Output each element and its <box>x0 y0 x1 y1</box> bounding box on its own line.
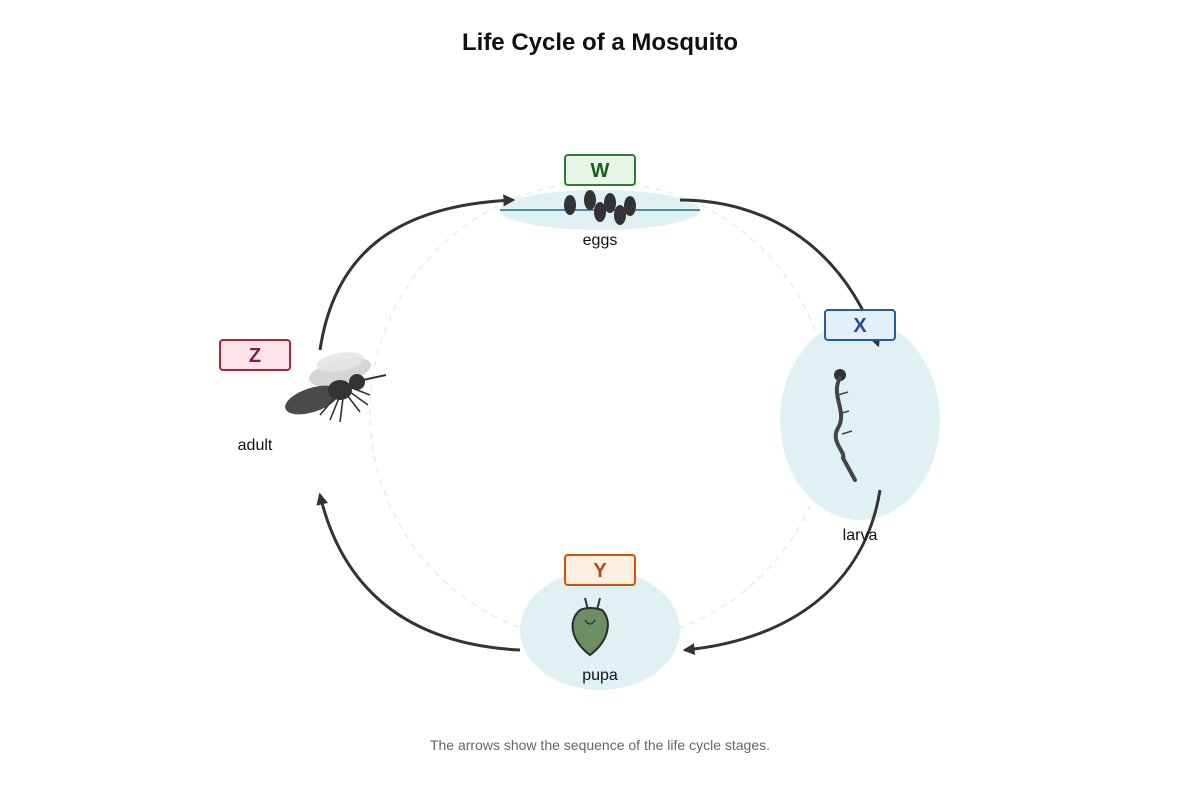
larva-illustration <box>833 369 857 482</box>
mosquito-legs <box>319 387 371 423</box>
larva-head <box>834 369 846 381</box>
stage-label-larva: larva <box>843 527 878 544</box>
egg-icon <box>584 190 596 210</box>
arrow-adult-to-eggs <box>318 194 516 351</box>
mosquito-leg <box>351 387 371 396</box>
larva-bristle <box>837 391 849 396</box>
tag-letter-larva: X <box>853 315 867 337</box>
arrow-larva-to-pupa <box>682 489 882 656</box>
larva-bristle <box>841 430 853 435</box>
egg-icon <box>594 202 606 222</box>
mosquito-leg <box>346 394 361 413</box>
pupa-illustration <box>571 597 609 657</box>
tag-letter-pupa: Y <box>593 560 607 582</box>
larva-water <box>780 320 940 520</box>
tag-letter-eggs: W <box>591 160 610 182</box>
mosquito-abdomen <box>285 385 339 415</box>
egg-icon <box>624 196 636 216</box>
stage-label-eggs: eggs <box>583 232 618 249</box>
arrow-eggs-to-larva <box>679 198 881 348</box>
egg-icon <box>564 195 576 215</box>
stage-label-pupa: pupa <box>582 667 618 684</box>
tag-box <box>564 554 636 586</box>
tag-box <box>824 309 896 341</box>
diagram-caption: The arrows show the sequence of the life… <box>430 737 770 753</box>
larva-body <box>833 376 857 482</box>
mosquito-proboscis <box>362 374 387 381</box>
mosquito-leg <box>339 397 344 423</box>
tag-pupa: Y <box>564 554 636 586</box>
mosquito-thorax <box>328 380 352 400</box>
mosquito-wing <box>316 352 364 372</box>
tag-larva: X <box>824 309 896 341</box>
egg-icon <box>604 193 616 213</box>
tag-adult: Z <box>219 339 291 371</box>
arrow-pupa-to-adult <box>316 492 521 652</box>
stage-label-adult: adult <box>238 437 273 454</box>
diagram-title: Life Cycle of a Mosquito <box>462 29 738 56</box>
egg-icon <box>614 205 626 225</box>
mosquito-leg <box>329 397 340 421</box>
tag-box <box>564 154 636 186</box>
pupa-body <box>571 607 609 657</box>
tag-box <box>219 339 291 371</box>
eggs-illustration <box>564 190 636 225</box>
pupa-eye-mark <box>584 619 596 625</box>
larva-bristle <box>838 410 850 415</box>
adult-mosquito-illustration <box>285 352 387 423</box>
mosquito-leg <box>349 391 369 406</box>
tag-letter-adult: Z <box>249 345 261 367</box>
mosquito-head <box>349 374 365 390</box>
mosquito-leg <box>319 395 337 416</box>
tag-eggs: W <box>564 154 636 186</box>
